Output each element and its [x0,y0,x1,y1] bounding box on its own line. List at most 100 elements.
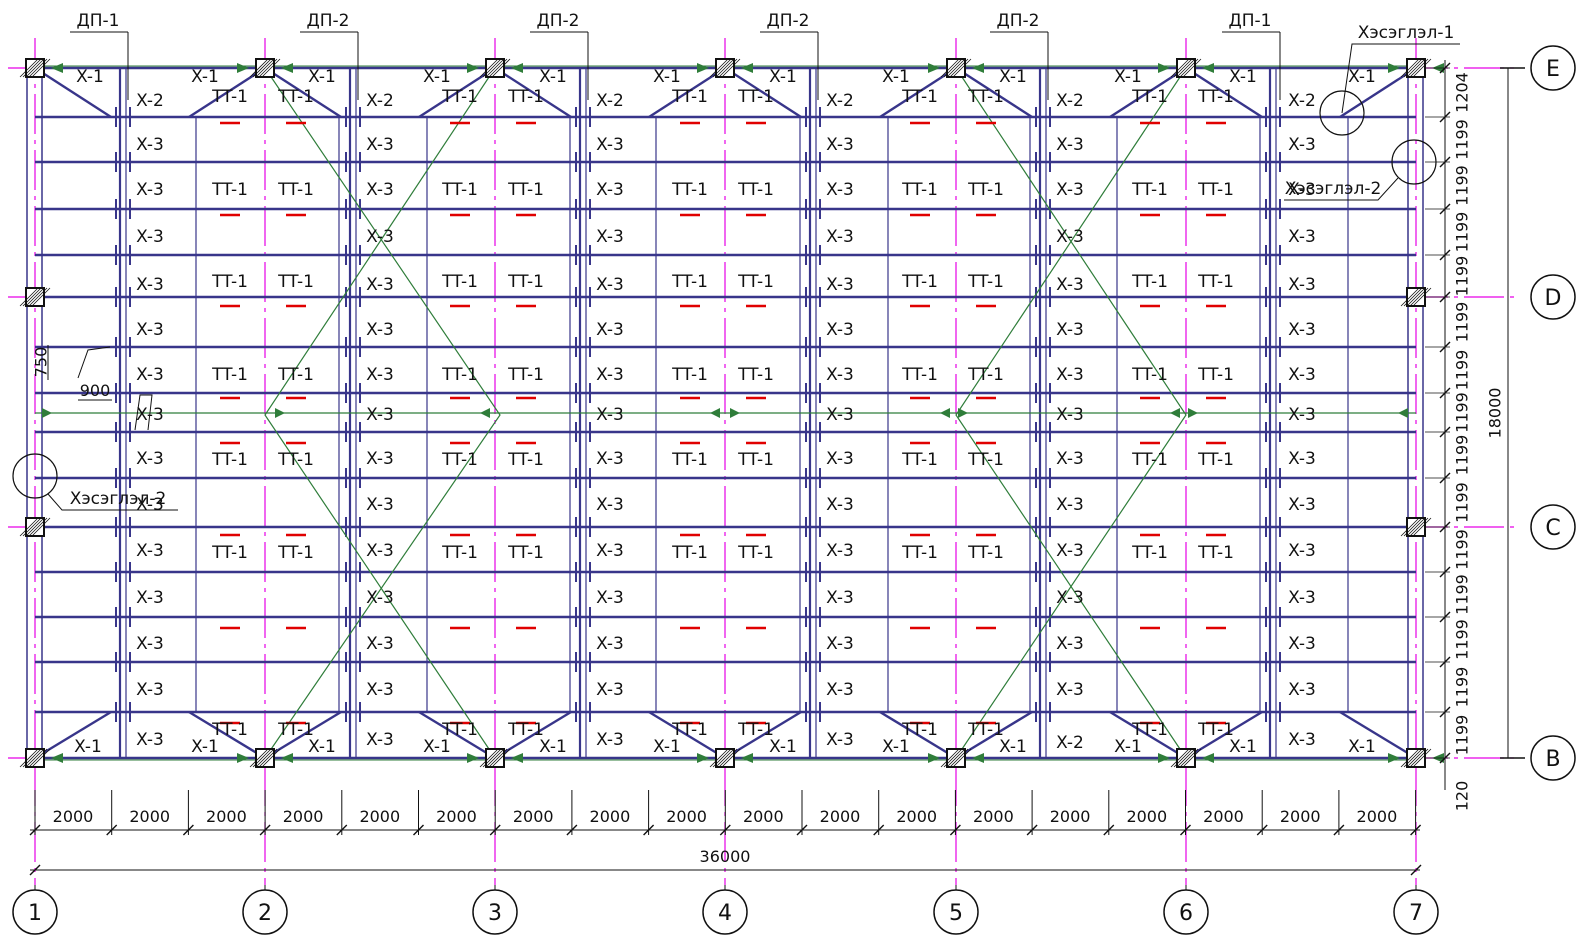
label-tt1-5-4: TT-1 [671,543,708,563]
node-label-1: Хэсэглэл-1 [1358,23,1455,43]
label-x3-mid-5: X-3 [1288,405,1316,425]
hatch [712,748,732,768]
dim-span-11: 2000 [896,807,937,826]
label-x3-6-4: X-3 [1056,449,1084,469]
label-tt1-5-9: TT-1 [1197,543,1234,563]
dim-tick-9 [719,824,731,836]
label-x3-3-4: X-3 [1056,275,1084,295]
arrow-6 [958,408,968,418]
node-leader-2l [47,493,178,511]
label-x3-6-0: X-3 [136,449,164,469]
label-tt1-6-4: TT-1 [671,720,708,740]
label-tt1-5-1: TT-1 [277,543,314,563]
callout-0: ДП-1 [76,11,119,31]
dim-right-0: 1204 [1453,72,1472,113]
arrow-1 [480,408,490,418]
hatch [1406,748,1426,768]
label-x3-11-1: X-3 [366,680,394,700]
label-x3-mid-2: X-3 [596,405,624,425]
axis-label-row-B: B [1545,747,1560,772]
col-arrow-l-3-0 [697,63,709,73]
dim-right-2: 1199 [1453,165,1472,206]
dim-span-10: 2000 [820,807,861,826]
hip-top-r-5 [1185,66,1263,119]
dim-span-6: 2000 [513,807,554,826]
label-tt1-4-2: TT-1 [441,450,478,470]
detail-shape [77,346,111,379]
label-tt1-3-6: TT-1 [901,365,938,385]
label-tt1-1-5: TT-1 [737,180,774,200]
axis-label-col-2: 2 [258,901,272,926]
dim-total-tick-0 [29,864,41,876]
dim-tick-5 [413,824,424,836]
label-tt1-2-8: TT-1 [1131,272,1168,292]
hatch [252,748,272,768]
label-x3-6-3: X-3 [826,449,854,469]
label-tt1-2-0: TT-1 [211,272,248,292]
label-x1-top-11: X-1 [1348,67,1376,87]
hatch [19,287,39,307]
label-x3-1-1: X-3 [366,180,394,200]
label-x3-8-3: X-3 [826,541,854,561]
col-arrow-r-0-1 [51,753,63,763]
hatch [25,748,45,768]
dim-total-height: 18000 [1486,388,1505,439]
dim-tick-0 [29,824,41,836]
label-tt1-0-2: TT-1 [441,87,478,107]
dim-tick-10 [796,824,808,836]
axis-bubble-row-E [1530,45,1576,91]
label-x3-5-0: X-3 [136,365,164,385]
label-tt1-2-4: TT-1 [671,272,708,292]
hatch [1179,58,1199,78]
label-x3-2-2: X-3 [596,227,624,247]
hatch [488,748,508,768]
hatch [946,58,966,78]
hatch [255,748,275,768]
hatch [258,748,278,768]
hatch [949,58,969,78]
label-tt1-5-7: TT-1 [967,543,1004,563]
label-x3-10-2: X-3 [596,634,624,654]
hip-bot-r-0 [34,710,112,760]
label-tt1-4-7: TT-1 [967,450,1004,470]
label-tt1-3-7: TT-1 [967,365,1004,385]
label-x3-9-3: X-3 [826,588,854,608]
label-tt1-0-0: TT-1 [211,87,248,107]
col-arrow-l-1-0 [237,63,249,73]
hatch [709,58,729,78]
col-arrow-r-0-0 [51,63,63,73]
dim-right-1: 1199 [1453,119,1472,160]
hip-bot-r-1 [264,710,342,760]
hip-top-l-2 [418,66,496,119]
hatch [1403,517,1423,537]
label-x3-5-4: X-3 [1056,365,1084,385]
label-tt1-4-3: TT-1 [507,450,544,470]
label-x3-mid-1: X-3 [366,405,394,425]
col-arrow-r-4-1 [972,753,984,763]
col-arrow-r-1-0 [281,63,293,73]
hatch [25,287,45,307]
hip-top-l-3 [648,66,726,119]
hip-bot-r-3 [724,710,802,760]
label-x3-2-0: X-3 [136,227,164,247]
label-x3-3-2: X-3 [596,275,624,295]
arrow-9 [1398,408,1408,418]
hatch [1409,517,1429,537]
label-x3-0-2: X-3 [596,135,624,155]
axis-label-col-1: 1 [28,901,42,926]
label-tt1-3-9: TT-1 [1197,365,1234,385]
hatch [22,748,42,768]
dim-tick-11 [873,824,885,836]
arrow-5 [940,408,950,418]
label-x3-bot-1: X-3 [366,730,394,750]
label-x1-top-4: X-1 [539,67,567,87]
label-x3-6-1: X-3 [366,449,394,469]
hatch [715,58,735,78]
hatch [482,748,502,768]
hatch [485,748,505,768]
hatch [252,58,272,78]
hatch [712,58,732,78]
label-x3-4-5: X-3 [1288,320,1316,340]
label-tt1-1-7: TT-1 [967,180,1004,200]
